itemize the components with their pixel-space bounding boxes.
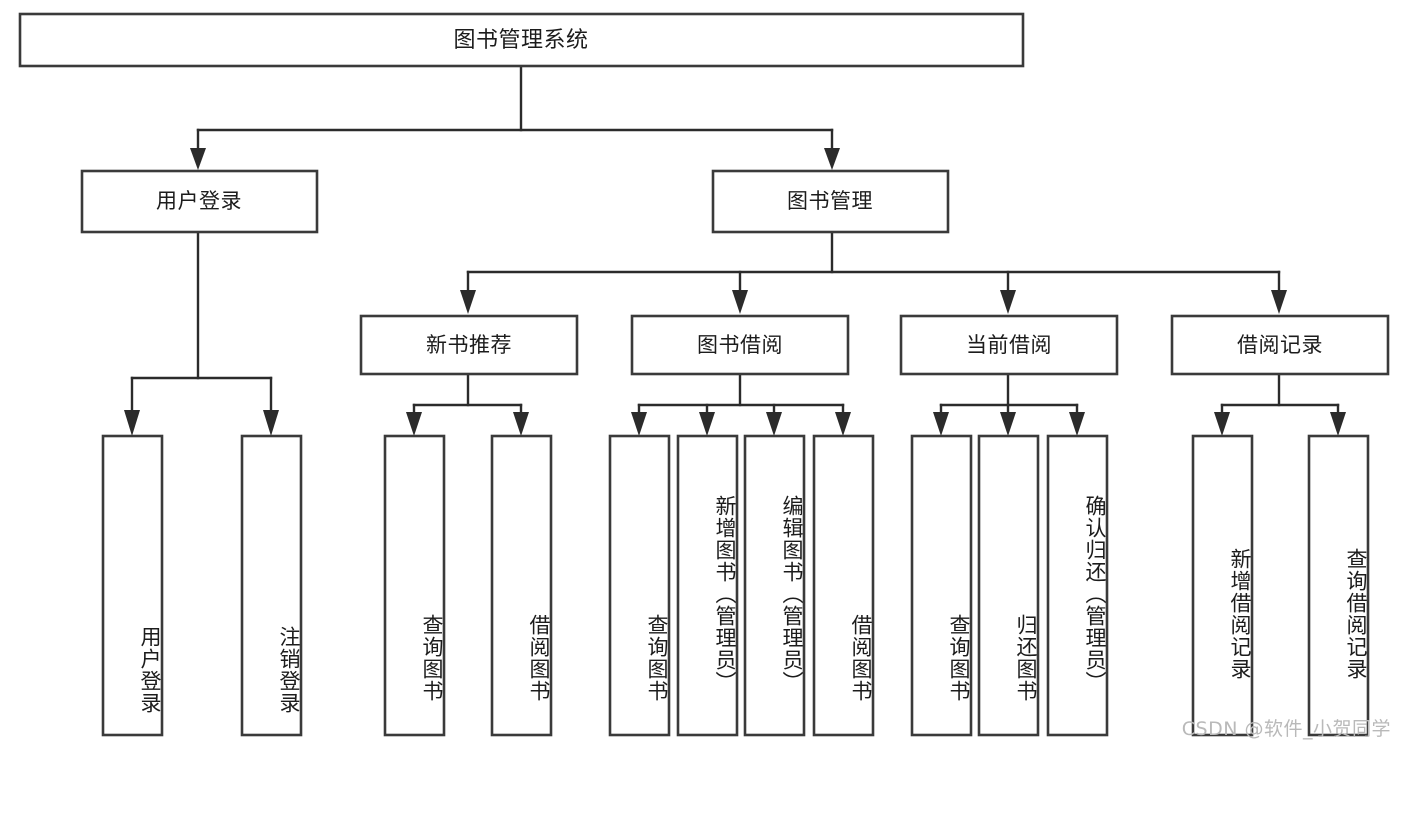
leaf-box-book-borrow-1[interactable] xyxy=(676,434,739,737)
leaf-box-new-book-1[interactable] xyxy=(490,434,553,737)
leaf-box-current-borrow-1[interactable] xyxy=(977,434,1040,737)
node-root-label: 图书管理系统 xyxy=(453,28,588,53)
connector-bookmgmt-to-level3 xyxy=(460,231,1287,314)
node-current-borrow[interactable]: 当前借阅 xyxy=(899,314,1119,376)
connector-root-to-level2 xyxy=(190,65,840,170)
leaf-box-user-login-0[interactable] xyxy=(101,434,164,737)
leaf-box-current-borrow-0[interactable] xyxy=(910,434,973,737)
node-new-book-recommend-label: 新书推荐 xyxy=(426,333,512,357)
flowchart-canvas: 图书管理系统 用户登录 图书管理 新书推荐 图书借阅 当前借阅 借阅记录 xyxy=(18,12,1391,740)
leaf-box-new-book-0[interactable] xyxy=(383,434,446,737)
node-borrow-records[interactable]: 借阅记录 xyxy=(1170,314,1390,376)
node-new-book-recommend[interactable]: 新书推荐 xyxy=(359,314,579,376)
node-user-login-label: 用户登录 xyxy=(156,189,242,213)
node-borrow-records-label: 借阅记录 xyxy=(1237,333,1323,357)
leaf-box-book-borrow-0[interactable] xyxy=(608,434,671,737)
node-book-management[interactable]: 图书管理 xyxy=(711,169,950,234)
connector-borrowrecords-to-leaves xyxy=(1214,373,1346,436)
node-user-login[interactable]: 用户登录 xyxy=(80,169,319,234)
connector-currentborrow-to-leaves xyxy=(933,373,1085,436)
flowchart-svg: 图书管理系统 用户登录 图书管理 新书推荐 图书借阅 当前借阅 借阅记录 xyxy=(18,12,1390,737)
leaf-box-borrow-records-1[interactable] xyxy=(1307,434,1370,737)
node-current-borrow-label: 当前借阅 xyxy=(966,333,1052,357)
node-book-management-label: 图书管理 xyxy=(787,189,873,213)
leaf-box-borrow-records-0[interactable] xyxy=(1191,434,1254,737)
leaf-box-book-borrow-3[interactable] xyxy=(812,434,875,737)
node-book-borrow-label: 图书借阅 xyxy=(697,333,783,357)
node-book-borrow[interactable]: 图书借阅 xyxy=(630,314,850,376)
connector-userlogin-to-leaves xyxy=(124,231,279,436)
leaf-box-current-borrow-2[interactable] xyxy=(1046,434,1109,737)
connector-bookborrow-to-leaves xyxy=(631,373,851,436)
connector-newbook-to-leaves xyxy=(406,373,529,436)
leaf-box-book-borrow-2[interactable] xyxy=(743,434,806,737)
node-root-system[interactable]: 图书管理系统 xyxy=(18,12,1025,68)
csdn-watermark: CSDN @软件_小贺同学 xyxy=(1181,718,1391,740)
leaf-box-user-login-1[interactable] xyxy=(240,434,303,737)
